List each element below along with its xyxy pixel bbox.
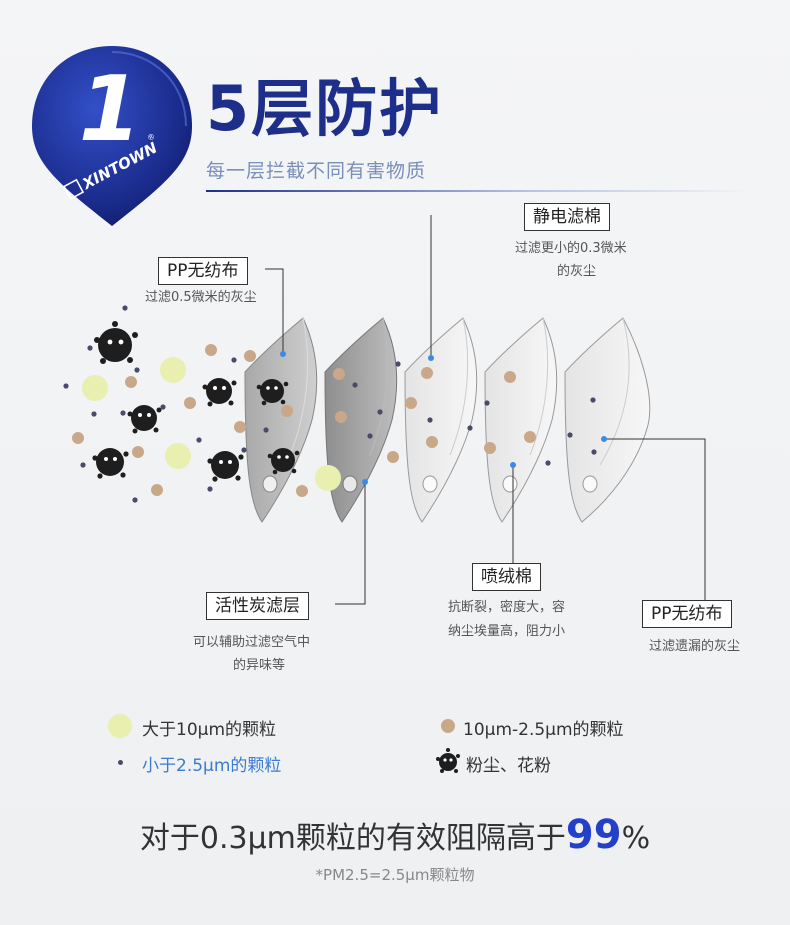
label-layer-5: PP无纺布 [642, 600, 732, 628]
desc-layer-4-line-1: 抗断裂，密度大，容 [448, 600, 566, 615]
legend-dust-icon [436, 748, 460, 773]
page-title: 5层防护 [206, 72, 444, 145]
leader-endpoints [280, 351, 607, 485]
legend-small-particle-swatch [118, 760, 123, 765]
legend-medium-particle-swatch [441, 719, 455, 733]
legend-small-particle-label: 小于2.5μm的颗粒 [142, 756, 282, 776]
label-layer-2: 活性炭滤层 [206, 592, 309, 620]
summary-percent-sign: % [621, 821, 651, 856]
efficiency-summary: 对于0.3μm颗粒的有效阻隔高于99% [0, 812, 790, 858]
badge-number: 1 [79, 57, 142, 162]
brand-badge: 1 XINTOWN ® [32, 46, 192, 226]
badge-reg: ® [146, 131, 157, 143]
summary-percent-number: 99 [565, 812, 622, 858]
desc-layer-2-line-1: 可以辅助过滤空气中 [193, 635, 311, 650]
medium-particles [72, 344, 536, 497]
label-layer-3: 静电滤棉 [524, 203, 610, 231]
leader-lines [265, 215, 706, 605]
label-layer-1: PP无纺布 [158, 257, 248, 285]
legend-dust-label: 粉尘、花粉 [466, 756, 551, 776]
desc-layer-4-line-2: 纳尘埃量高，阻力小 [448, 624, 566, 639]
desc-layer-3-line-2: 的灰尘 [557, 264, 597, 279]
desc-layer-5: 过滤遗漏的灰尘 [649, 639, 741, 654]
layer-4-meltblown [484, 317, 558, 523]
page-subtitle: 每一层拦截不同有害物质 [206, 160, 427, 182]
large-particles [82, 357, 341, 491]
layer-2-activated-carbon [324, 317, 398, 523]
layer-3-electrostatic [404, 317, 478, 523]
desc-layer-1: 过滤0.5微米的灰尘 [145, 290, 257, 305]
label-layer-4: 喷绒棉 [472, 563, 541, 591]
legend-medium-particle-label: 10μm-2.5μm的颗粒 [463, 720, 624, 740]
layer-5-pp-nonwoven [564, 317, 651, 523]
legend-large-particle-label: 大于10μm的颗粒 [142, 720, 277, 740]
title-divider [206, 190, 751, 192]
layer-1-pp-nonwoven [244, 317, 318, 523]
summary-text: 对于0.3μm颗粒的有效阻隔高于 [139, 821, 566, 856]
small-particles [63, 305, 597, 503]
pm25-footnote: *PM2.5=2.5μm颗粒物 [315, 866, 475, 884]
desc-layer-3-line-1: 过滤更小的0.3微米 [515, 241, 627, 256]
dust-pollen-particles [92, 321, 300, 482]
desc-layer-2-line-2: 的异味等 [233, 658, 286, 673]
legend-large-particle-swatch [108, 714, 132, 738]
